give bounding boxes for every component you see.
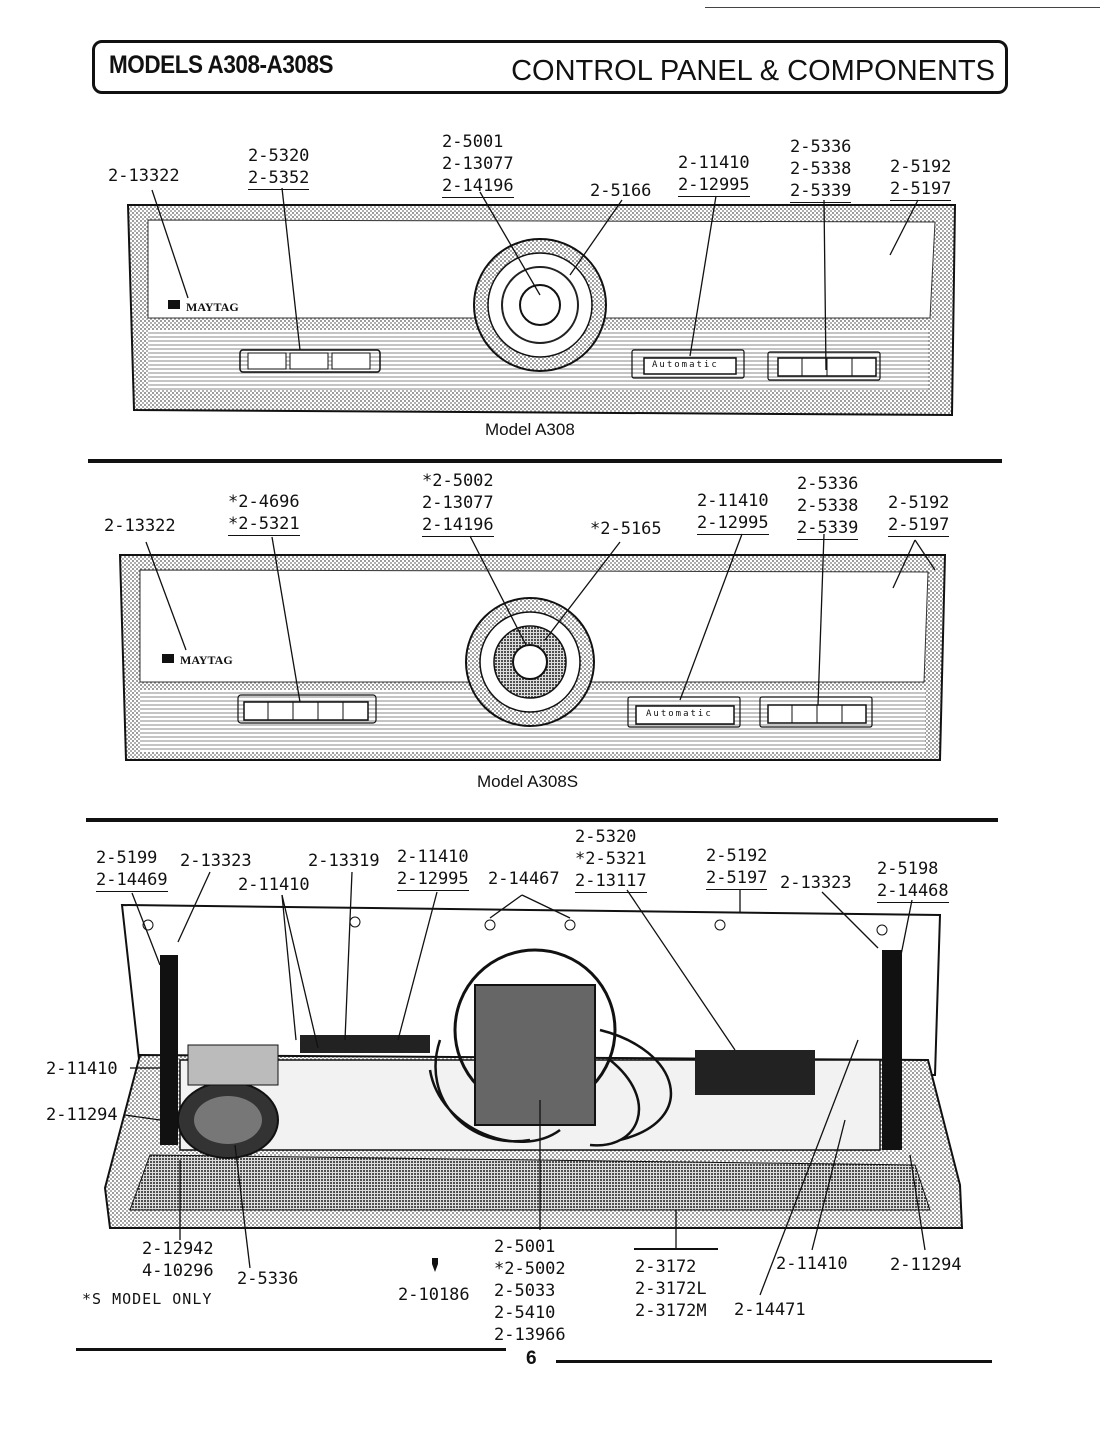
divider-2: [86, 818, 998, 822]
callout-rear-retainer: 2-14467: [488, 869, 560, 889]
callout-rear-harness: 2-13319: [308, 851, 380, 871]
callout-a308-brand: 2-13322: [108, 166, 180, 186]
maytag-logo-a308s: MAYTAG: [180, 653, 233, 667]
maytag-logo-a308: MAYTAG: [186, 300, 239, 314]
callout-rear-side-clip: 2-11410: [46, 1059, 118, 1079]
callout-rear-clip-bottom: 2-11410: [776, 1254, 848, 1274]
callout-rear-cover: 2-3172 2-3172L 2-3172M: [635, 1257, 707, 1321]
divider-1: [88, 459, 1002, 463]
callout-a308-panel: 2-5192 2-5197: [890, 157, 952, 201]
callout-a308s-panel: 2-5192 2-5197: [888, 493, 950, 537]
rear-view-drawing: [103, 871, 964, 1296]
panel-a308s-drawing: [118, 533, 947, 761]
callout-a308s-brand: 2-13322: [104, 516, 176, 536]
top-edge-line: [705, 7, 1100, 8]
callout-a308s-buttons: *2-4696 *2-5321: [228, 492, 300, 536]
callout-a308s-automatic: 2-11410 2-12995: [697, 491, 769, 535]
callout-rear-automatic: 2-11410 2-12995: [397, 847, 469, 891]
footer-rule-left: [76, 1348, 506, 1351]
callout-rear-end-cap-right: 2-5198 2-14468: [877, 859, 949, 903]
callout-a308-automatic: 2-11410 2-12995: [678, 153, 750, 197]
callout-rear-end-cap-left: 2-5199 2-14469: [96, 848, 168, 892]
footer-rule-right: [556, 1360, 992, 1363]
automatic-button-a308: Automatic: [652, 360, 719, 370]
callout-rear-clip-left: 2-11410: [238, 875, 310, 895]
page-number: 6: [526, 1348, 537, 1369]
callout-a308-dial: 2-5166: [590, 181, 652, 201]
callout-rear-screw-bottom: 2-10186: [398, 1285, 470, 1305]
callout-rear-panel: 2-5192 2-5197: [706, 846, 768, 890]
panel-a308-drawing: [126, 187, 957, 417]
callout-a308-timer: 2-5001 2-13077 2-14196: [442, 132, 514, 198]
callout-a308s-dial: *2-5165: [590, 519, 662, 539]
callout-a308-switch: 2-5336 2-5338 2-5339: [790, 137, 852, 203]
callout-a308s-timer: *2-5002 2-13077 2-14196: [422, 471, 494, 537]
callout-rear-timer: 2-5001 *2-5002 2-5033 2-5410 2-13966: [494, 1237, 566, 1345]
footnote-s-model: *S MODEL ONLY: [82, 1290, 213, 1308]
caption-model-a308s: Model A308S: [477, 772, 579, 791]
section-title: CONTROL PANEL & COMPONENTS: [511, 55, 995, 87]
cover-underline: [634, 1248, 718, 1250]
caption-model-a308: Model A308: [485, 420, 575, 439]
callout-rear-switch: 2-5320 *2-5321 2-13117: [575, 827, 647, 893]
callout-rear-side-screw: 2-11294: [46, 1105, 118, 1125]
automatic-button-a308s: Automatic: [646, 709, 713, 719]
page-header: MODELS A308-A308S CONTROL PANEL & COMPON…: [92, 40, 1008, 94]
callout-a308-buttons: 2-5320 2-5352: [248, 146, 310, 190]
callout-rear-switch-bottom: 2-5336: [237, 1269, 299, 1289]
callout-rear-screw-left: 2-13323: [180, 851, 252, 871]
callout-rear-bracket: 2-14471: [734, 1300, 806, 1320]
callout-a308s-switch: 2-5336 2-5338 2-5339: [797, 474, 859, 540]
models-title: MODELS A308-A308S: [109, 51, 334, 79]
callout-rear-screw-bottom-right: 2-11294: [890, 1255, 962, 1275]
callout-rear-motor: 2-12942 4-10296: [142, 1239, 214, 1281]
callout-rear-screw-right: 2-13323: [780, 873, 852, 893]
